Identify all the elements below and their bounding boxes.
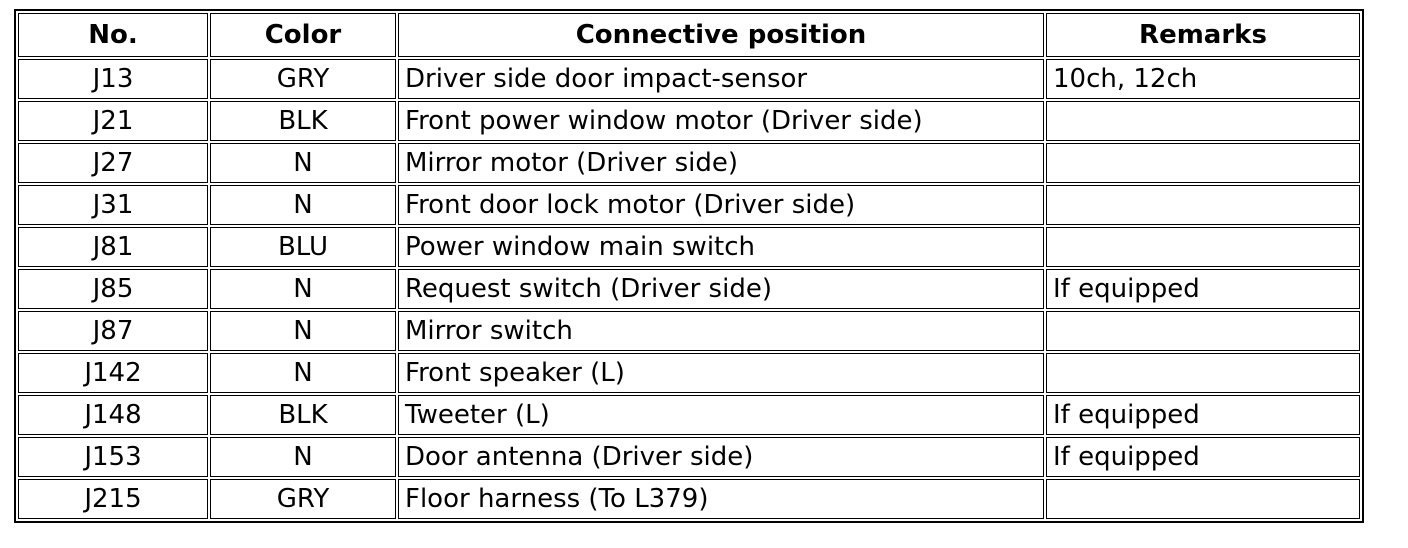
cell-color: GRY	[210, 59, 396, 99]
table-row: J85 N Request switch (Driver side) If eq…	[18, 269, 1360, 309]
cell-position: Tweeter (L)	[398, 395, 1044, 435]
cell-position: Front door lock motor (Driver side)	[398, 185, 1044, 225]
table-row: J148 BLK Tweeter (L) If equipped	[18, 395, 1360, 435]
cell-no: J87	[18, 311, 208, 351]
cell-no: J215	[18, 479, 208, 519]
table-row: J87 N Mirror switch	[18, 311, 1360, 351]
cell-remarks	[1046, 311, 1360, 351]
table-row: J21 BLK Front power window motor (Driver…	[18, 101, 1360, 141]
table-row: J153 N Door antenna (Driver side) If equ…	[18, 437, 1360, 477]
cell-no: J31	[18, 185, 208, 225]
cell-color: N	[210, 311, 396, 351]
cell-color: N	[210, 353, 396, 393]
cell-position: Front power window motor (Driver side)	[398, 101, 1044, 141]
cell-no: J153	[18, 437, 208, 477]
cell-position: Floor harness (To L379)	[398, 479, 1044, 519]
cell-no: J27	[18, 143, 208, 183]
cell-remarks: If equipped	[1046, 395, 1360, 435]
cell-color: BLU	[210, 227, 396, 267]
table-row: J215 GRY Floor harness (To L379)	[18, 479, 1360, 519]
cell-remarks	[1046, 353, 1360, 393]
cell-remarks: If equipped	[1046, 269, 1360, 309]
cell-color: N	[210, 437, 396, 477]
cell-remarks	[1046, 101, 1360, 141]
cell-color: GRY	[210, 479, 396, 519]
column-header-no: No.	[18, 13, 208, 57]
cell-position: Power window main switch	[398, 227, 1044, 267]
cell-color: N	[210, 269, 396, 309]
cell-position: Mirror switch	[398, 311, 1044, 351]
table-row: J31 N Front door lock motor (Driver side…	[18, 185, 1360, 225]
connector-table: No. Color Connective position Remarks J1…	[14, 9, 1364, 523]
cell-remarks	[1046, 227, 1360, 267]
cell-position: Request switch (Driver side)	[398, 269, 1044, 309]
column-header-remarks: Remarks	[1046, 13, 1360, 57]
cell-color: N	[210, 143, 396, 183]
cell-no: J148	[18, 395, 208, 435]
header-row: No. Color Connective position Remarks	[18, 13, 1360, 57]
cell-color: BLK	[210, 395, 396, 435]
cell-no: J21	[18, 101, 208, 141]
table-row: J27 N Mirror motor (Driver side)	[18, 143, 1360, 183]
cell-no: J142	[18, 353, 208, 393]
cell-remarks: If equipped	[1046, 437, 1360, 477]
cell-position: Front speaker (L)	[398, 353, 1044, 393]
cell-position: Mirror motor (Driver side)	[398, 143, 1044, 183]
column-header-position: Connective position	[398, 13, 1044, 57]
cell-remarks	[1046, 479, 1360, 519]
cell-color: N	[210, 185, 396, 225]
cell-no: J85	[18, 269, 208, 309]
table-body: J13 GRY Driver side door impact-sensor 1…	[18, 59, 1360, 519]
cell-no: J13	[18, 59, 208, 99]
cell-remarks	[1046, 185, 1360, 225]
cell-remarks: 10ch, 12ch	[1046, 59, 1360, 99]
cell-remarks	[1046, 143, 1360, 183]
cell-position: Driver side door impact-sensor	[398, 59, 1044, 99]
cell-no: J81	[18, 227, 208, 267]
table-row: J142 N Front speaker (L)	[18, 353, 1360, 393]
cell-color: BLK	[210, 101, 396, 141]
column-header-color: Color	[210, 13, 396, 57]
cell-position: Door antenna (Driver side)	[398, 437, 1044, 477]
table-row: J13 GRY Driver side door impact-sensor 1…	[18, 59, 1360, 99]
table-row: J81 BLU Power window main switch	[18, 227, 1360, 267]
